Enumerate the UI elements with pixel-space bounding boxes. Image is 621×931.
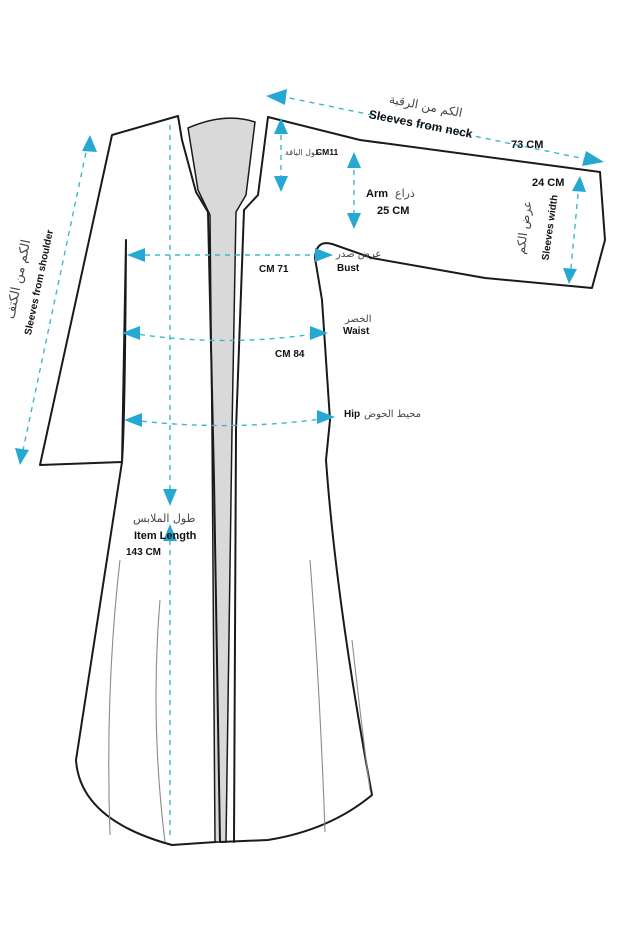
- sleeves-shoulder-arrow-bottom: [15, 448, 29, 465]
- length-arrow-down: [163, 489, 177, 506]
- hip-arrow-right: [317, 410, 335, 424]
- collar-arrow-top: [274, 118, 288, 134]
- arm-arrow-bottom: [347, 213, 361, 229]
- sleeves-shoulder-arrow-top: [82, 135, 97, 152]
- sleeves-width-en: Sleeves width: [540, 194, 560, 261]
- arm-value: 25 CM: [377, 205, 409, 217]
- length-arrow-up: [163, 524, 177, 541]
- sleeves-neck-arrow-right: [582, 151, 604, 166]
- hip-ar: محيط الحوض: [364, 409, 421, 420]
- sleeves-neck-value: 73 CM: [511, 139, 543, 151]
- hip-en: Hip: [344, 409, 360, 420]
- collar-arrow-bottom: [274, 176, 288, 192]
- bust-value: CM 71: [259, 264, 289, 275]
- garment-outline: [39, 115, 606, 846]
- sleeves-width-ar: عرض الكم: [513, 200, 535, 255]
- bust-arrow-right: [315, 248, 333, 262]
- hip-guide: [131, 417, 329, 427]
- sleeves-width-guide: [569, 183, 580, 279]
- waist-arrow-right: [310, 326, 328, 340]
- waist-value: CM 84: [275, 349, 305, 360]
- waist-en: Waist: [343, 326, 370, 337]
- bust-ar: عرض صدر: [335, 249, 381, 260]
- sleeves-neck-guide: [279, 95, 591, 161]
- waist-ar: الخصر: [344, 314, 371, 325]
- front-edge: [233, 116, 269, 843]
- length-ar: طول الملابس: [133, 512, 196, 525]
- sleeves-neck-arrow-left: [266, 89, 287, 105]
- length-en: Item Length: [134, 530, 197, 542]
- sleeves-width-arrow-top: [572, 176, 586, 192]
- collar-value: CM11: [316, 147, 338, 157]
- bust-en: Bust: [337, 263, 360, 274]
- hip-arrow-left: [124, 413, 142, 427]
- collar-ar: طول الياقة: [285, 148, 321, 157]
- length-value: 143 CM: [126, 547, 161, 558]
- inner-lining: [187, 117, 256, 843]
- sleeves-shoulder-guide: [21, 142, 89, 456]
- waist-guide: [129, 332, 321, 342]
- bust-arrow-left: [127, 248, 145, 262]
- sleeves-width-arrow-bottom: [563, 268, 577, 284]
- fold-lines: [108, 559, 371, 843]
- arm-ar: ذراع: [395, 187, 415, 200]
- arm-en: Arm: [366, 188, 388, 200]
- arm-arrow-top: [347, 152, 361, 168]
- waist-arrow-left: [122, 326, 140, 340]
- sleeves-width-value: 24 CM: [532, 177, 564, 189]
